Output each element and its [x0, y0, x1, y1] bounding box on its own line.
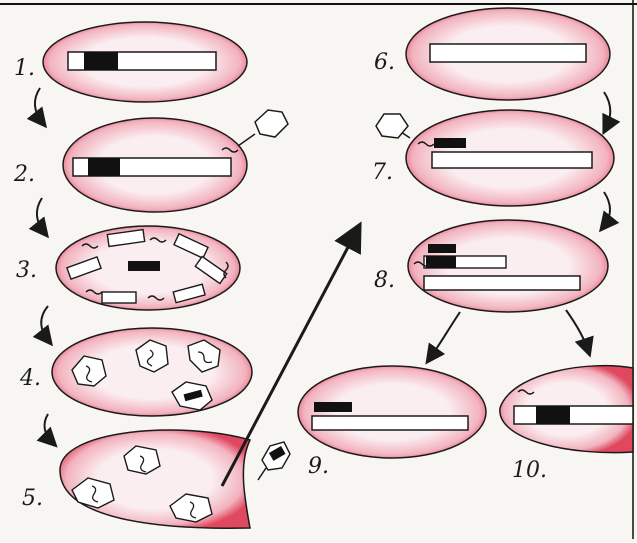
arrow-3-to-4	[41, 306, 48, 340]
arrow-1-to-2	[35, 88, 42, 122]
cell-step-2	[63, 110, 288, 212]
cell-step-6	[406, 8, 610, 100]
integrated-insert	[536, 406, 570, 424]
gene-insert	[84, 52, 118, 70]
gene-insert	[428, 244, 456, 253]
arrow-2-to-3	[37, 198, 44, 232]
recipient-chromosome	[432, 152, 592, 168]
step-label-3: 3.	[16, 258, 37, 283]
cell-step-10	[500, 366, 633, 453]
free-insert	[314, 402, 352, 412]
gene-insert	[88, 158, 120, 176]
step-label-8: 8.	[374, 268, 395, 293]
injected-insert	[434, 138, 466, 148]
cell-step-5	[60, 430, 250, 528]
arrow-8-to-9	[430, 312, 460, 358]
recombinant-chromosome	[514, 406, 633, 424]
cell-step-7	[376, 110, 614, 206]
step-label-2: 2.	[14, 162, 35, 187]
recipient-chromosome	[424, 276, 580, 290]
step-label-9: 9.	[308, 454, 329, 479]
cell-step-3	[56, 226, 240, 310]
step-label-10: 10.	[512, 458, 547, 483]
step-label-7: 7.	[372, 160, 393, 185]
step-label-5: 5.	[22, 486, 43, 511]
arrow-7-to-8	[604, 192, 610, 226]
cell-step-9	[298, 366, 486, 458]
arrow-4-to-5	[45, 414, 52, 442]
cell-step-1	[43, 22, 247, 102]
step-label-4: 4.	[20, 366, 41, 391]
step-label-1: 1.	[14, 56, 35, 81]
arrow-8-to-10	[566, 310, 588, 350]
gene-insert	[426, 256, 456, 268]
recipient-chromosome	[312, 416, 468, 430]
gene-insert	[128, 261, 160, 271]
cell-step-8	[408, 220, 608, 312]
cell-step-4	[52, 328, 252, 416]
step-label-6: 6.	[374, 50, 395, 75]
free-transducing-phage-icon	[258, 442, 290, 480]
recipient-chromosome	[430, 44, 586, 62]
arrow-6-to-7	[604, 92, 610, 128]
